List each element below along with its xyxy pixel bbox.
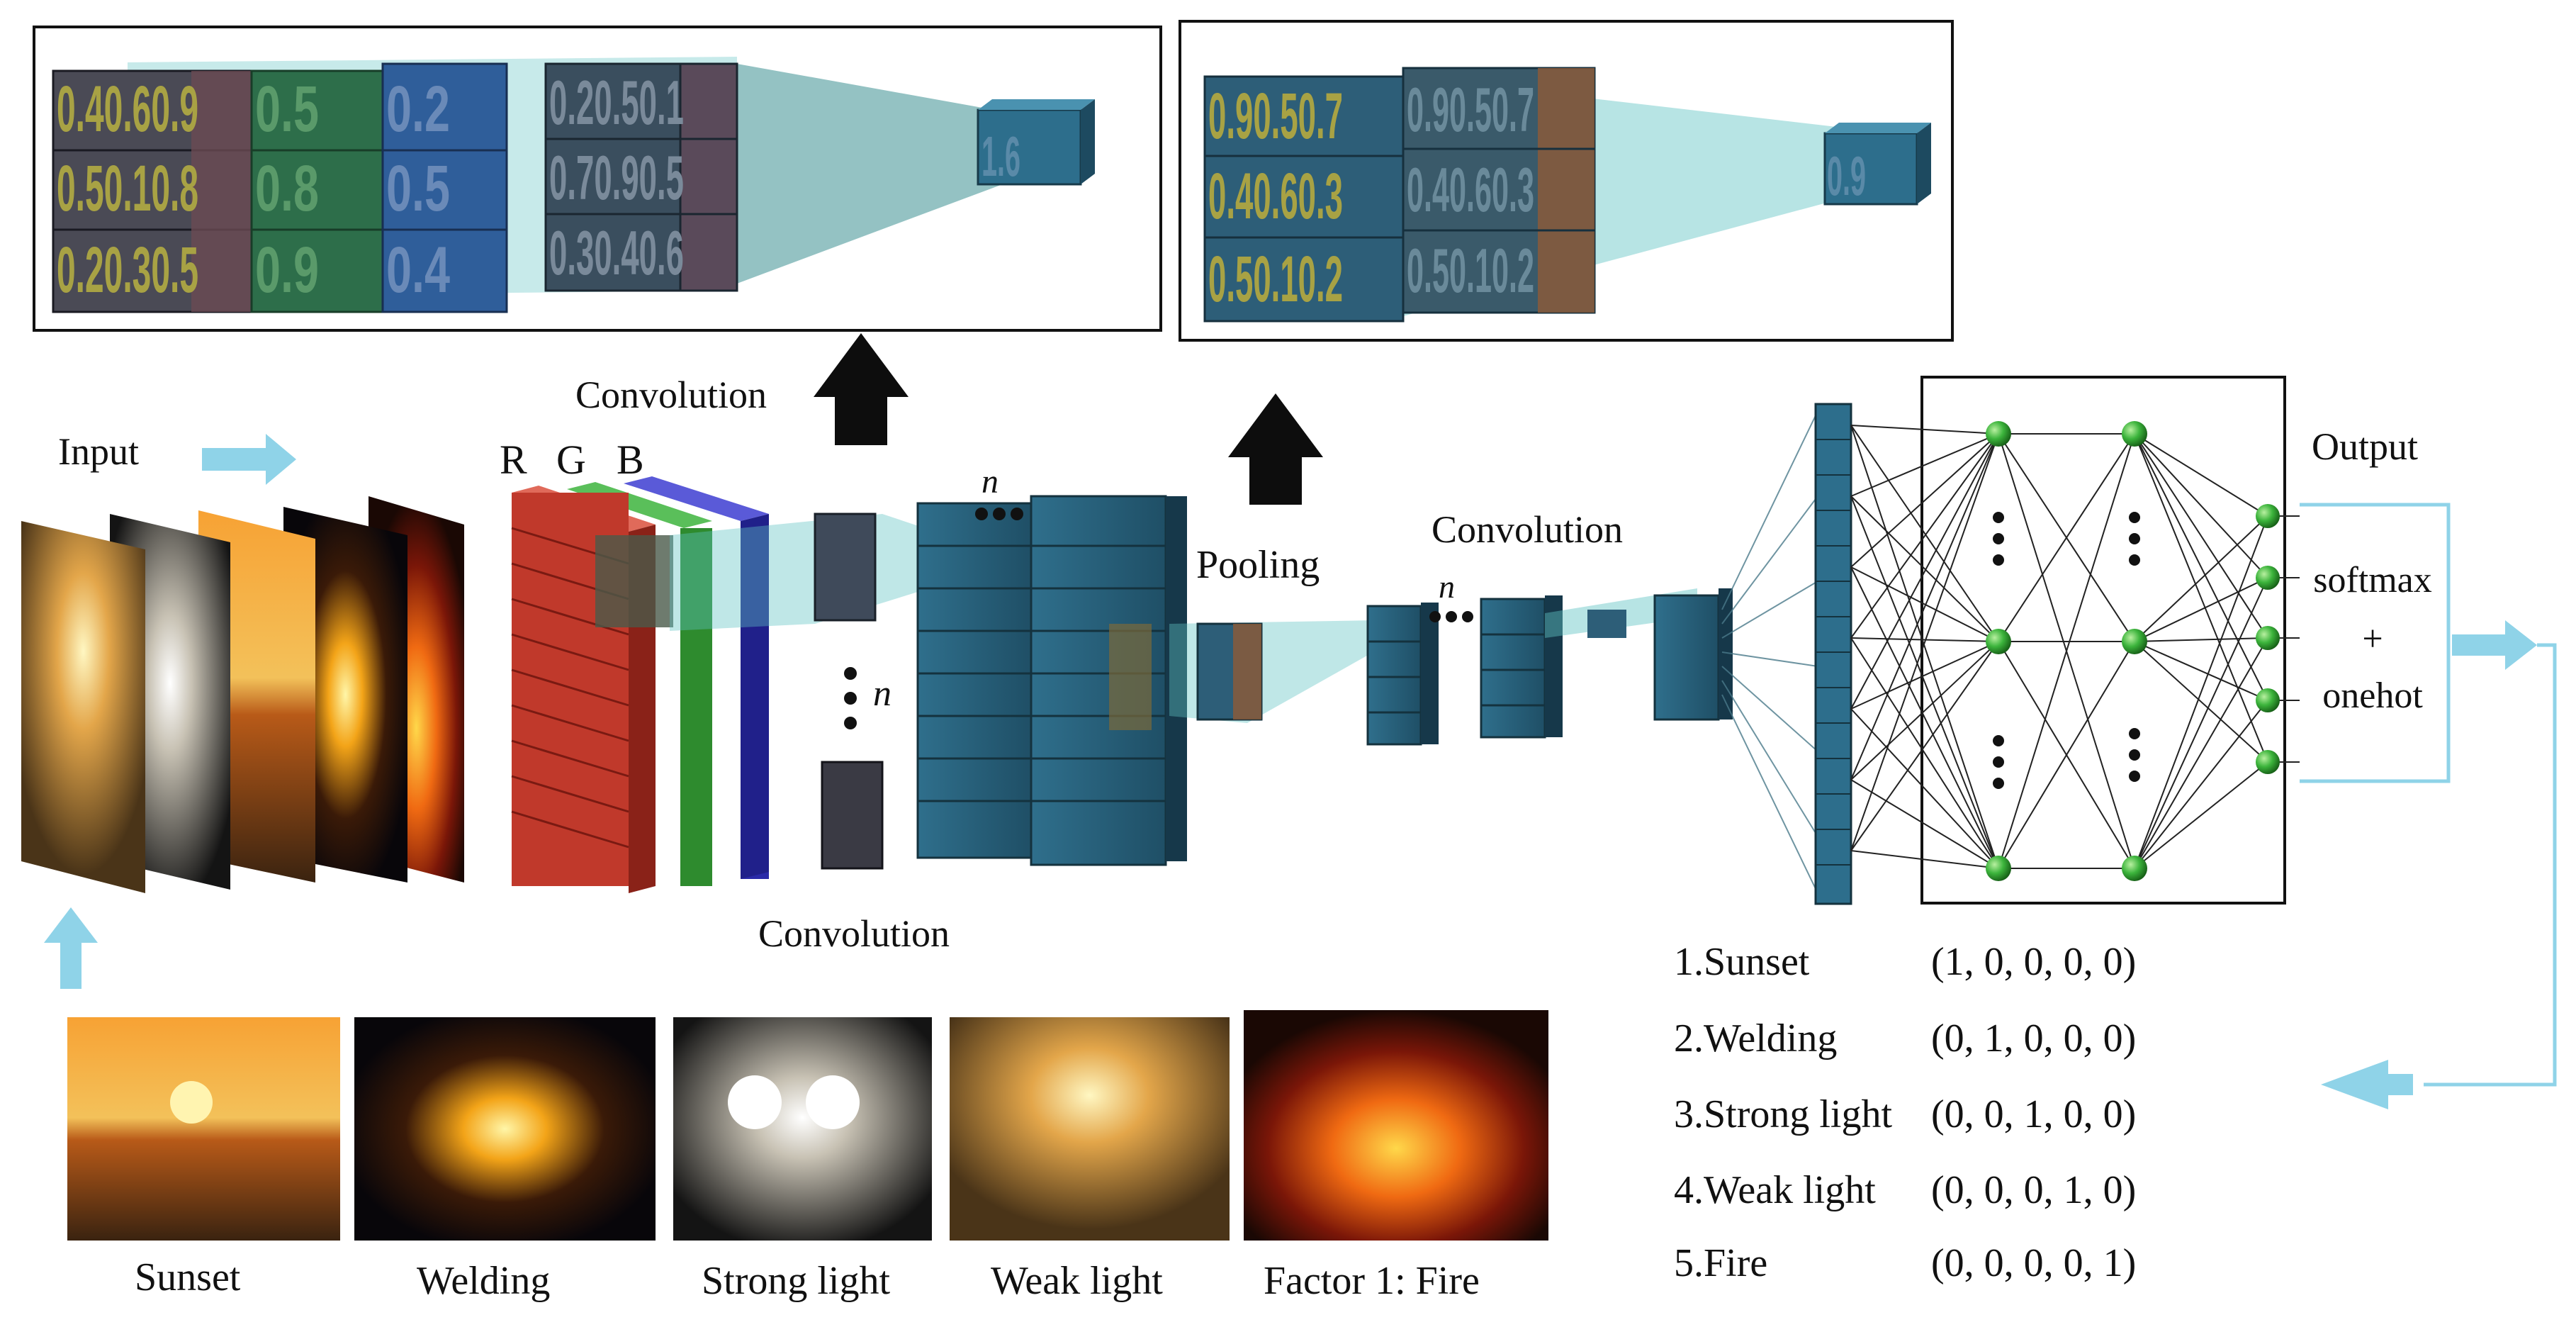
softmax-label: softmax	[2313, 560, 2432, 600]
neuron	[1986, 856, 2011, 881]
convolution-label-mid: Convolution	[1432, 508, 1623, 551]
neuron	[2256, 750, 2280, 774]
class-vector: (0, 1, 0, 0, 0)	[1931, 1017, 2136, 1060]
ellipsis-icon	[1993, 512, 2140, 789]
fully-connected-network	[1850, 376, 2300, 905]
zoom-pool-result: 0.9	[1827, 145, 1866, 207]
sample-fire: Factor 1: Fire	[1244, 1010, 1548, 1303]
n-label: n	[873, 673, 892, 714]
zoom-conv-green-row: 0.5	[255, 73, 319, 145]
class-vector: (1, 0, 0, 0, 0)	[1931, 940, 2136, 984]
zoom-conv-green-row: 0.9	[255, 234, 319, 306]
headlights-photo-icon	[673, 1017, 932, 1241]
plus-label: +	[2362, 619, 2383, 659]
class-label: 3.Strong light	[1674, 1092, 1892, 1136]
arrow-right-icon	[2452, 620, 2537, 670]
neuron	[2256, 504, 2280, 528]
sample-caption: Strong light	[702, 1259, 890, 1303]
arrow-up-icon	[814, 333, 909, 445]
class-label: 5.Fire	[1674, 1241, 1767, 1285]
zoom-pooling-panel: 0.90.50.7 0.40.60.3 0.50.10.2 0.90.50.7 …	[1179, 20, 1954, 342]
sample-photos-row: Sunset Welding Strong light Weak light F…	[67, 1010, 1548, 1303]
sample-welding: Welding	[354, 1017, 656, 1303]
arrow-up-icon	[44, 907, 98, 989]
convolution-label-bottom: Convolution	[758, 912, 950, 955]
neuron	[2256, 566, 2280, 590]
b-channel-label: B	[617, 437, 644, 483]
sample-weak-light: Weak light	[950, 1017, 1230, 1303]
sample-caption: Factor 1: Fire	[1264, 1259, 1480, 1303]
neuron	[2122, 421, 2147, 447]
arrow-right-icon	[202, 434, 296, 485]
zoom-pool-kernel-row: 0.90.50.7	[1407, 74, 1534, 145]
softmax-box: softmax + onehot	[2300, 503, 2451, 783]
zoom-conv-input-row: 0.40.60.9	[57, 73, 198, 145]
sample-sunset: Sunset	[67, 1017, 340, 1299]
arrow-left-icon	[2321, 1060, 2413, 1109]
pooling-label: Pooling	[1196, 543, 1320, 587]
output-label: Output	[2312, 425, 2418, 468]
zoom-pool-input-row: 0.40.60.3	[1208, 160, 1343, 233]
sample-caption: Sunset	[135, 1255, 241, 1299]
zoom-pool-input-row: 0.90.50.7	[1208, 80, 1343, 152]
input-image-stack	[21, 496, 464, 893]
zoom-pool-input-row: 0.50.10.2	[1208, 243, 1343, 315]
neuron	[1986, 421, 2011, 447]
neuron	[2122, 856, 2147, 881]
zoom-conv-blue-row: 0.2	[386, 73, 450, 145]
feedback-line	[2424, 643, 2557, 1087]
zoom-pool-kernel-row: 0.50.10.2	[1407, 235, 1534, 306]
kernel-block	[821, 761, 884, 870]
zoom-conv-blue-row: 0.5	[386, 152, 450, 225]
feature-maps-layer-2	[1366, 588, 1733, 746]
flatten-layer	[1721, 403, 1852, 905]
feature-maps-layer-1	[916, 495, 1187, 866]
neuron	[2256, 626, 2280, 650]
class-label: 4.Weak light	[1674, 1168, 1876, 1212]
bulb-photo-icon	[21, 521, 145, 893]
zoom-conv-green-row: 0.8	[255, 152, 319, 225]
zoom-conv-blue-row: 0.4	[386, 234, 450, 306]
ellipsis-icon	[1429, 611, 1473, 622]
zoom-convolution-panel: 0.40.60.9 0.50.10.8 0.20.30.5 0.5 0.8 0.…	[33, 26, 1162, 332]
sunset-photo-icon	[67, 1017, 340, 1241]
zoom-conv-kernel-row: 0.30.40.6	[549, 218, 684, 288]
neuron	[1986, 629, 2011, 654]
arrow-up-icon	[1228, 393, 1323, 505]
zoom-conv-kernel-row: 0.70.90.5	[549, 142, 684, 213]
zoom-pool-kernel-row: 0.40.60.3	[1407, 155, 1534, 225]
g-channel-label: G	[556, 437, 586, 483]
zoom-conv-input-row: 0.20.30.5	[57, 234, 198, 306]
fire-photo-icon	[1244, 1010, 1548, 1241]
n-label: n	[982, 463, 999, 500]
neuron	[2122, 629, 2147, 654]
kernel-block	[814, 513, 877, 622]
sample-caption: Weak light	[991, 1259, 1163, 1303]
rgb-channel-blocks	[511, 476, 769, 893]
bulb-photo-icon	[950, 1017, 1230, 1241]
r-channel-label: R	[500, 437, 527, 483]
neuron	[2256, 688, 2280, 712]
class-list: 1.Sunset (1, 0, 0, 0, 0) 2.Welding (0, 1…	[1674, 940, 2136, 1285]
class-vector: (0, 0, 0, 1, 0)	[1931, 1168, 2136, 1212]
convolution-label-top: Convolution	[575, 374, 767, 416]
n-label: n	[1439, 569, 1455, 605]
zoom-conv-result: 1.6	[982, 125, 1020, 188]
welding-sparks-photo-icon	[354, 1017, 656, 1241]
zoom-conv-input-row: 0.50.10.8	[57, 152, 198, 225]
class-label: 1.Sunset	[1674, 940, 1810, 984]
sample-caption: Welding	[417, 1259, 550, 1303]
onehot-label: onehot	[2322, 676, 2423, 716]
zoom-conv-kernel-row: 0.20.50.1	[549, 67, 684, 138]
input-label: Input	[58, 430, 139, 473]
ellipsis-icon	[975, 508, 1023, 520]
class-vector: (0, 0, 1, 0, 0)	[1931, 1092, 2136, 1136]
class-label: 2.Welding	[1674, 1017, 1837, 1060]
sample-strong-light: Strong light	[673, 1017, 932, 1303]
ellipsis-icon	[844, 667, 857, 729]
class-vector: (0, 0, 0, 0, 1)	[1931, 1241, 2136, 1285]
